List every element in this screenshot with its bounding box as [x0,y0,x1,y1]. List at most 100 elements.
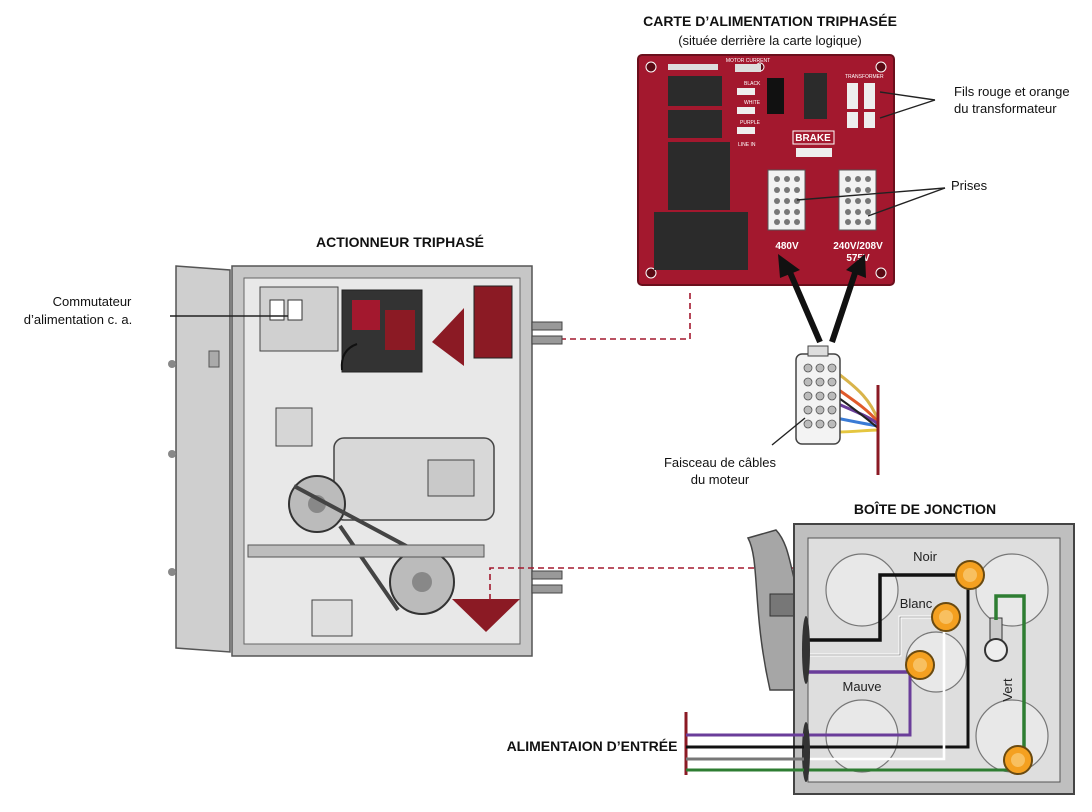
brake-unit [275,407,313,447]
relay-block [668,110,722,138]
transformer-callout-line2: du transformateur [954,101,1057,116]
transformer-jumper [864,112,875,128]
entry-knockout [802,722,810,782]
board-title: CARTE D’ALIMENTATION TRIPHASÉE [643,13,897,29]
socket-240v-575v [838,169,877,231]
actuator-door [175,265,231,653]
socket-240v-pins [845,176,871,225]
pointer-triangle-bottom [452,599,520,632]
ground-screw-stem [989,617,1003,641]
transformer-jumper [847,83,858,109]
black-wire-feed [804,575,970,749]
ac-outlet [269,299,285,321]
mounting-hole [645,61,657,73]
knockout [825,553,899,627]
transformer-callout-line1: Fils rouge et orange [954,84,1070,99]
wire-label-green: Vert [1000,678,1015,702]
ac-switch-callout-line1: Commutateur [53,294,132,309]
header-connector [668,64,718,70]
transformer-label: TRANSFORMER [845,74,884,80]
actuator-title: ACTIONNEUR TRIPHASÉ [316,234,484,250]
junction-box: Noir Blanc Mauve Vert [746,523,1075,795]
harness-callout-line [771,417,806,446]
sockets-callout-label: Prises [951,178,988,193]
ic-chip [767,78,784,114]
white-wire-feed [804,617,946,761]
conduit-top [531,335,563,345]
hinge [168,568,176,576]
brake-connector [796,148,832,157]
input-power-lines [684,712,804,775]
wire-label-white: Blanc [900,596,933,611]
large-sprocket-hub [412,572,432,592]
hinge [168,360,176,368]
wire-nut-black-cap [963,568,977,582]
purple-wire-feed [804,672,912,737]
board-leader-dashed [550,290,691,340]
white-label: WHITE [744,100,761,106]
relay-block [668,142,730,210]
motor-base [247,544,485,558]
wire-nut-green-cap [1011,753,1025,767]
board-subtitle: (située derrière la carte logique) [678,33,862,48]
junction-leader-dashed [489,567,800,600]
harness-callout-line2: du moteur [691,472,750,487]
brake-label: BRAKE [795,133,831,144]
drive-chain [293,484,411,612]
harness-to-socket-arrows [778,254,866,344]
harness-callout-line1: Faisceau de câbles [664,455,777,470]
mounting-hole [875,267,887,279]
relay-block [668,76,722,106]
three-phase-power-board: MOTOR CURRENT BLACK WHITE PURPLE LINE IN… [637,54,895,286]
conduit-bottom [531,584,563,594]
motor-current-label: MOTOR CURRENT [726,58,770,64]
black-label: BLACK [744,81,761,87]
sockets-callout: Prises [796,178,988,217]
three-phase-actuator [168,265,563,657]
ground-screw [984,638,1008,662]
mounting-hole [645,267,657,279]
motor-body [333,437,495,521]
motor-current-header [735,64,761,72]
brake-label-box [792,130,835,145]
logic-board-red [352,300,380,330]
limit-switch-box [311,599,353,637]
entry-knockout [802,616,810,684]
wire-label-purple: Mauve [842,679,881,694]
transformer-callout: Fils rouge et orange du transformateur [879,84,1070,119]
door-latch [208,350,220,368]
motor-harness-connector: Faisceau de câbles du moteur [664,345,880,487]
ac-switch [287,299,303,321]
socket-480v [767,169,806,231]
hinge [168,450,176,458]
jumper [737,107,755,114]
input-power-label: ALIMENTAION D’ENTRÉE [507,738,678,754]
wire-label-black: Noir [913,549,938,564]
transformer-jumper [847,112,858,128]
conduit-top [531,321,563,331]
mounting-hole [875,61,887,73]
junction-box-title: BOÎTE DE JONCTION [854,500,996,517]
label-240v-208v: 240V/208V [833,241,883,252]
wire-nut-white-cap [939,610,953,624]
motor-junction [427,459,475,497]
harness-latch [807,345,829,357]
label-575v: 575V [846,253,870,264]
transformer-jumper [864,83,875,109]
logic-board-red [385,310,415,350]
transformer-block [654,212,748,270]
jumper [737,127,755,134]
harness-pins [803,363,837,429]
label-480v: 480V [775,241,799,252]
purple-label: PURPLE [740,120,761,126]
line-in-label: LINE IN [738,142,756,148]
ac-switch-callout-line2: d’alimentation c. a. [24,312,132,327]
white-wire-outline [804,616,946,656]
curved-arrow [340,343,358,371]
jumper [737,88,755,95]
side-board [473,285,513,359]
conduit-bottom [531,570,563,580]
relay-block [804,73,827,119]
ac-switch-callout: Commutateur d’alimentation c. a. [24,294,288,327]
